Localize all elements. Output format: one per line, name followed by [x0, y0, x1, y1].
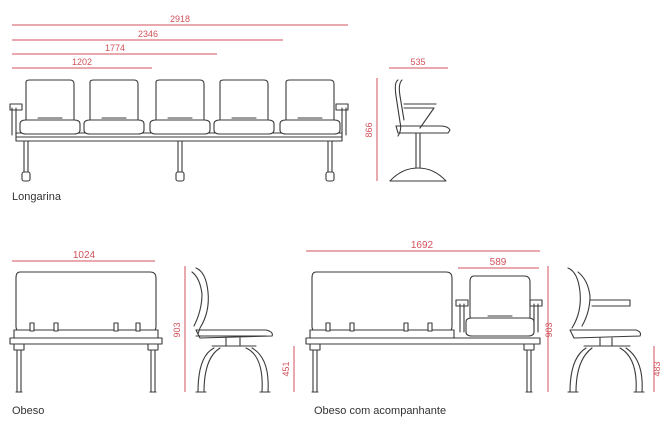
dim-label-1024: 1024: [73, 250, 96, 261]
dim-label-1692: 1692: [411, 240, 434, 251]
dim-label-451: 451: [281, 361, 291, 376]
oa-arm-right: [529, 299, 543, 333]
oa-beam: [305, 337, 541, 345]
obeso-acompanhante-side-view: 903 483: [544, 266, 662, 393]
oa-side-backrest-large: [567, 267, 581, 329]
caption-obeso: Obeso: [12, 405, 44, 417]
seat-1: [19, 79, 81, 135]
oa-companion-backrest: [469, 275, 531, 323]
dim-label-1202: 1202: [72, 57, 92, 67]
side-base: [389, 167, 447, 182]
obeso-acompanhante-front-view: 1692 589 Obeso com acompanhante: [305, 240, 543, 417]
seat-5: [279, 79, 341, 135]
dim-label-589: 589: [490, 257, 507, 268]
obeso-backrest: [15, 271, 157, 333]
oa-arm-left: [455, 299, 469, 333]
oa-side-backrest-small: [577, 271, 591, 327]
dim-label-1774: 1774: [105, 43, 125, 53]
seat-3: [149, 79, 211, 135]
longarina-front-view: 2918 2346 1774 1202: [9, 14, 349, 203]
dim-label-483: 483: [652, 361, 662, 376]
dim-label-866: 866: [364, 122, 374, 137]
beam-legs: [21, 140, 335, 182]
obeso-side-leg-front: [197, 347, 221, 393]
obeso-side-backrest: [195, 267, 209, 335]
dim-label-903-oa: 903: [544, 322, 554, 337]
oa-companion-seat: [465, 317, 535, 337]
dim-label-535: 535: [410, 57, 425, 67]
obeso-beam: [9, 337, 163, 345]
seat-4: [213, 79, 275, 135]
dim-label-2918: 2918: [170, 14, 190, 24]
caption-longarina: Longarina: [12, 191, 62, 203]
side-arms: [9, 103, 349, 136]
oa-side-leg-front: [569, 347, 593, 393]
obeso-front-view: 1024 Obeso: [9, 250, 163, 417]
dim-label-2346: 2346: [138, 29, 158, 39]
oa-side-leg-back: [619, 347, 643, 393]
dim-label-903-obeso: 903: [172, 322, 182, 337]
obeso-side-leg-back: [245, 347, 269, 393]
seat-2: [83, 79, 145, 135]
obeso-side-view: 903 451: [172, 266, 295, 393]
side-backrest: [394, 79, 402, 137]
caption-obeso-acompanhante: Obeso com acompanhante: [314, 405, 446, 417]
longarina-side-view: 535 866: [364, 57, 451, 182]
